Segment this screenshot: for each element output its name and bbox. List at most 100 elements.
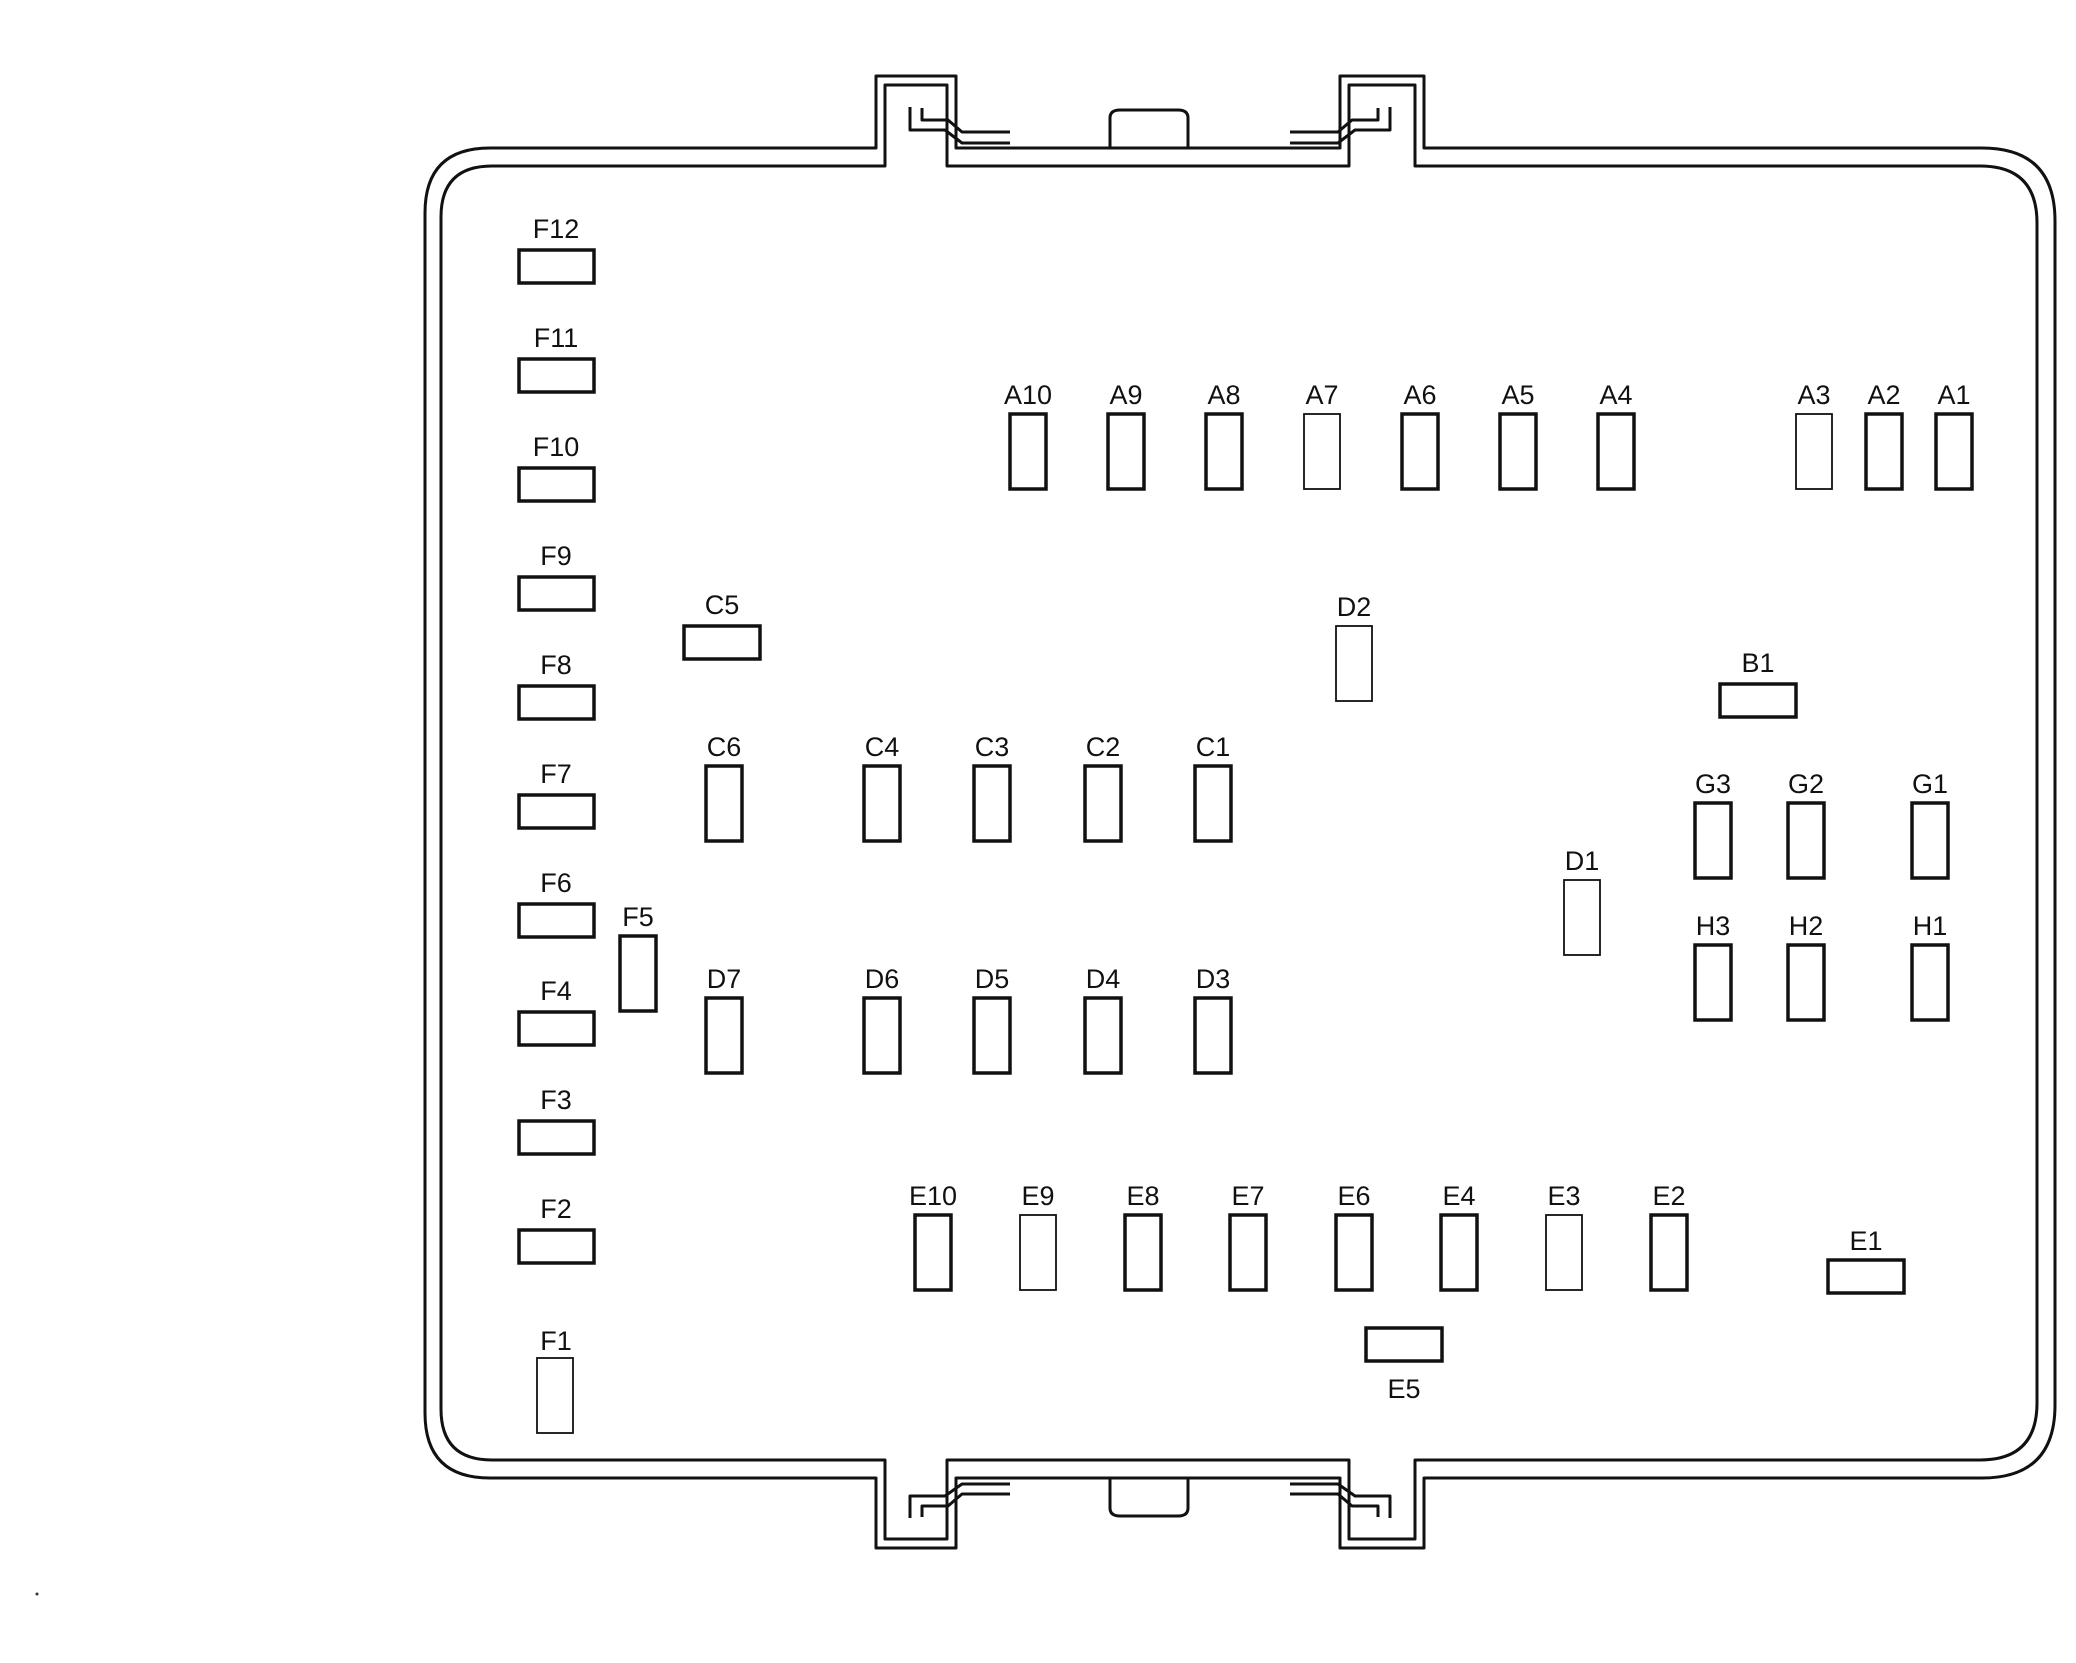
fuse-slot-d5[interactable]: D5 xyxy=(972,964,1012,1075)
fuse-slot-g2[interactable]: G2 xyxy=(1786,769,1826,880)
fuse-slot-h3[interactable]: H3 xyxy=(1693,911,1733,1022)
fuse-label-e4: E4 xyxy=(1442,1181,1475,1211)
fuse-slot-d4[interactable]: D4 xyxy=(1083,964,1123,1075)
fuse-label-c1: C1 xyxy=(1196,732,1231,762)
fuse-label-h1: H1 xyxy=(1913,911,1948,941)
fuse-slot-e8[interactable]: E8 xyxy=(1123,1181,1163,1292)
fuse-slot-e5[interactable]: E5 xyxy=(1364,1326,1444,1404)
fuse-label-f11: F11 xyxy=(534,323,579,353)
fuse-slot-c6-body xyxy=(704,764,744,843)
fuse-slot-d1-body xyxy=(1563,879,1601,956)
top-latch-right-inner xyxy=(1290,108,1380,134)
fuse-slot-f8[interactable]: F8 xyxy=(517,650,596,721)
fuse-slot-a9[interactable]: A9 xyxy=(1106,380,1146,491)
fuse-slot-e2-body xyxy=(1649,1213,1689,1292)
fuse-slot-h1[interactable]: H1 xyxy=(1910,911,1950,1022)
fuse-slot-h2[interactable]: H2 xyxy=(1786,911,1826,1022)
fuse-slot-a4[interactable]: A4 xyxy=(1596,380,1636,491)
fuse-slot-f7-body xyxy=(517,793,596,830)
fuse-label-f12: F12 xyxy=(533,214,580,244)
fuse-slot-a2[interactable]: A2 xyxy=(1864,380,1904,491)
fuse-slot-f4-body xyxy=(517,1010,596,1047)
fuse-label-e6: E6 xyxy=(1337,1181,1370,1211)
fuse-slot-d7-body xyxy=(704,996,744,1075)
fuse-slot-f5[interactable]: F5 xyxy=(618,902,658,1013)
fuse-slot-f10-body xyxy=(517,466,596,503)
fuse-slot-d3[interactable]: D3 xyxy=(1193,964,1233,1075)
fuse-slot-c2[interactable]: C2 xyxy=(1083,732,1123,843)
fuse-slot-d2-body xyxy=(1335,625,1373,702)
fuse-label-a3: A3 xyxy=(1797,380,1830,410)
fuse-slot-a7[interactable]: A7 xyxy=(1303,380,1341,490)
fuse-slot-d2[interactable]: D2 xyxy=(1335,592,1373,702)
fuse-slot-f9[interactable]: F9 xyxy=(517,541,596,612)
fuse-slot-f1[interactable]: F1 xyxy=(536,1326,574,1434)
fuse-slot-d6-body xyxy=(862,996,902,1075)
fuse-slot-f10[interactable]: F10 xyxy=(517,432,596,503)
fuse-slot-e3[interactable]: E3 xyxy=(1545,1181,1583,1291)
fuse-slot-e2[interactable]: E2 xyxy=(1649,1181,1689,1292)
fuse-slot-g3-body xyxy=(1693,801,1733,880)
fuse-slot-c5[interactable]: C5 xyxy=(682,590,762,661)
fuse-slot-c1[interactable]: C1 xyxy=(1193,732,1233,843)
fuse-slot-d1[interactable]: D1 xyxy=(1563,846,1601,956)
fuse-label-f4: F4 xyxy=(540,976,572,1006)
fuse-slot-a6[interactable]: A6 xyxy=(1400,380,1440,491)
fuse-slot-f7[interactable]: F7 xyxy=(517,759,596,830)
bottom-latch-right-inner xyxy=(1290,1492,1380,1517)
fuse-label-e10: E10 xyxy=(909,1181,957,1211)
fuse-slot-f11[interactable]: F11 xyxy=(517,323,596,394)
fuse-slot-f2-body xyxy=(517,1228,596,1265)
fuse-slot-a8[interactable]: A8 xyxy=(1204,380,1244,491)
fuse-label-b1: B1 xyxy=(1741,648,1774,678)
fuse-label-a10: A10 xyxy=(1004,380,1052,410)
fuse-slot-a1[interactable]: A1 xyxy=(1934,380,1974,491)
fuse-label-d2: D2 xyxy=(1337,592,1372,622)
fuse-slot-c6[interactable]: C6 xyxy=(704,732,744,843)
fuse-slot-a1-body xyxy=(1934,412,1974,491)
fuse-slot-g3[interactable]: G3 xyxy=(1693,769,1733,880)
fuse-label-f8: F8 xyxy=(540,650,572,680)
fuse-slot-b1[interactable]: B1 xyxy=(1718,648,1798,719)
fuse-label-f7: F7 xyxy=(540,759,572,789)
fuse-slot-e6[interactable]: E6 xyxy=(1334,1181,1374,1292)
fuse-slot-e7[interactable]: E7 xyxy=(1228,1181,1268,1292)
fuse-slot-a10[interactable]: A10 xyxy=(1004,380,1052,491)
fuse-label-c5: C5 xyxy=(705,590,740,620)
fuse-slot-e10[interactable]: E10 xyxy=(909,1181,957,1292)
fuse-slot-c4-body xyxy=(862,764,902,843)
bottom-latch-left-inner xyxy=(920,1492,1010,1517)
fuse-slot-f2[interactable]: F2 xyxy=(517,1194,596,1265)
fuse-slot-f3-body xyxy=(517,1119,596,1156)
fuse-slot-e5-body xyxy=(1364,1326,1444,1363)
fuse-slot-f3[interactable]: F3 xyxy=(517,1085,596,1156)
fuse-slot-e1[interactable]: E1 xyxy=(1826,1226,1906,1295)
fuse-slot-f11-body xyxy=(517,357,596,394)
fuse-slot-a3[interactable]: A3 xyxy=(1795,380,1833,490)
fuse-slot-f9-body xyxy=(517,575,596,612)
fuse-slot-c5-body xyxy=(682,624,762,661)
fuse-slot-f1-body xyxy=(536,1357,574,1434)
fuse-label-a2: A2 xyxy=(1867,380,1900,410)
fuse-slot-c1-body xyxy=(1193,764,1233,843)
fuse-slot-f12[interactable]: F12 xyxy=(517,214,596,285)
fuse-slot-a5[interactable]: A5 xyxy=(1498,380,1538,491)
fuse-slot-e8-body xyxy=(1123,1213,1163,1292)
fuse-slot-f5-body xyxy=(618,934,658,1013)
fuse-slot-d7[interactable]: D7 xyxy=(704,964,744,1075)
fuse-slot-c4[interactable]: C4 xyxy=(862,732,902,843)
bottom-latch-left xyxy=(908,1482,1010,1518)
fuse-slot-h1-body xyxy=(1910,943,1950,1022)
fuse-slot-e4[interactable]: E4 xyxy=(1439,1181,1479,1292)
fuse-slot-f6[interactable]: F6 xyxy=(517,868,596,939)
fuse-slot-g2-body xyxy=(1786,801,1826,880)
fuse-label-f2: F2 xyxy=(540,1194,572,1224)
fuse-slot-b1-body xyxy=(1718,682,1798,719)
fuse-slot-e9[interactable]: E9 xyxy=(1019,1181,1057,1291)
fuse-slot-d6[interactable]: D6 xyxy=(862,964,902,1075)
fuse-slot-c3[interactable]: C3 xyxy=(972,732,1012,843)
fuse-slot-f4[interactable]: F4 xyxy=(517,976,596,1047)
fuse-slot-g1[interactable]: G1 xyxy=(1910,769,1950,880)
housing-outer-outline xyxy=(423,74,2057,1550)
